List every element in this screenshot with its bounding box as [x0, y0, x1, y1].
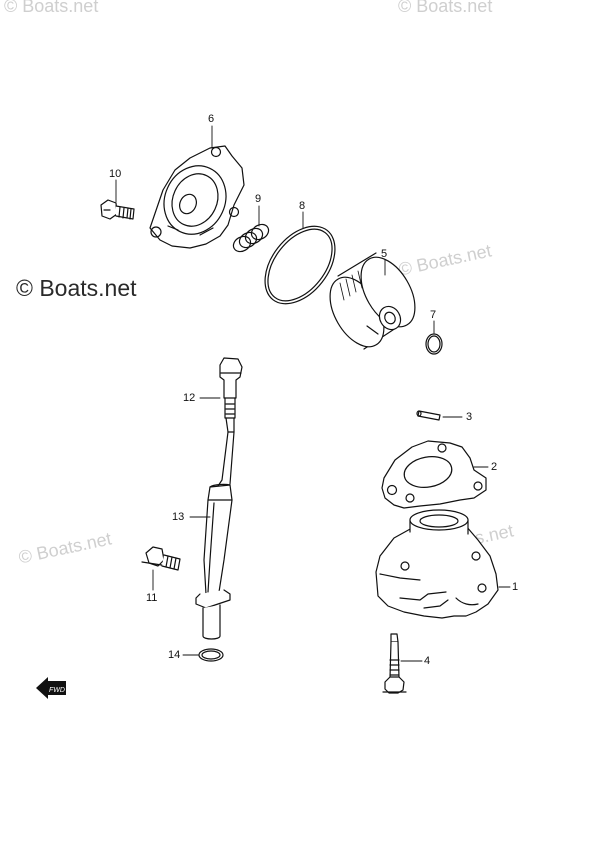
leader-lines	[115, 125, 511, 662]
callout-2[interactable]: 2	[491, 461, 498, 473]
part-9-spring[interactable]	[231, 221, 272, 254]
part-14-o-ring[interactable]	[198, 648, 224, 662]
callout-4[interactable]: 4	[424, 655, 431, 667]
part-4-long-bolt[interactable]	[382, 633, 407, 694]
part-7-small-o-ring[interactable]	[425, 333, 443, 355]
part-1-oil-pump[interactable]	[375, 509, 499, 619]
part-11-bolt[interactable]	[141, 546, 181, 571]
callout-9[interactable]: 9	[255, 193, 262, 205]
callout-8[interactable]: 8	[299, 200, 306, 212]
part-6-filter-cover[interactable]	[149, 145, 245, 249]
part-12-dipstick[interactable]	[217, 357, 243, 487]
callout-1[interactable]: 1	[512, 581, 519, 593]
callout-7[interactable]: 7	[430, 309, 437, 321]
callout-6[interactable]: 6	[208, 113, 215, 125]
callout-12[interactable]: 12	[183, 392, 196, 404]
part-10-bolt[interactable]	[100, 199, 135, 220]
part-2-gasket[interactable]	[381, 440, 487, 509]
watermark-top-right: © Boats.net	[398, 0, 493, 16]
callout-10[interactable]: 10	[109, 168, 122, 180]
callout-13[interactable]: 13	[172, 511, 185, 523]
callout-3[interactable]: 3	[466, 411, 473, 423]
watermark-main: © Boats.net	[16, 275, 137, 301]
part-8-o-ring[interactable]	[251, 213, 349, 317]
fwd-label: FWD	[49, 687, 65, 694]
callout-11[interactable]: 11	[146, 592, 158, 604]
part-3-pin[interactable]	[416, 410, 441, 421]
fwd-direction-arrow: FWD	[36, 677, 66, 699]
callout-5[interactable]: 5	[381, 248, 388, 260]
part-13-guide-tube[interactable]	[195, 483, 233, 640]
callout-14[interactable]: 14	[168, 649, 181, 661]
watermark-top-left: © Boats.net	[4, 0, 99, 16]
part-5-oil-filter[interactable]	[319, 248, 426, 356]
